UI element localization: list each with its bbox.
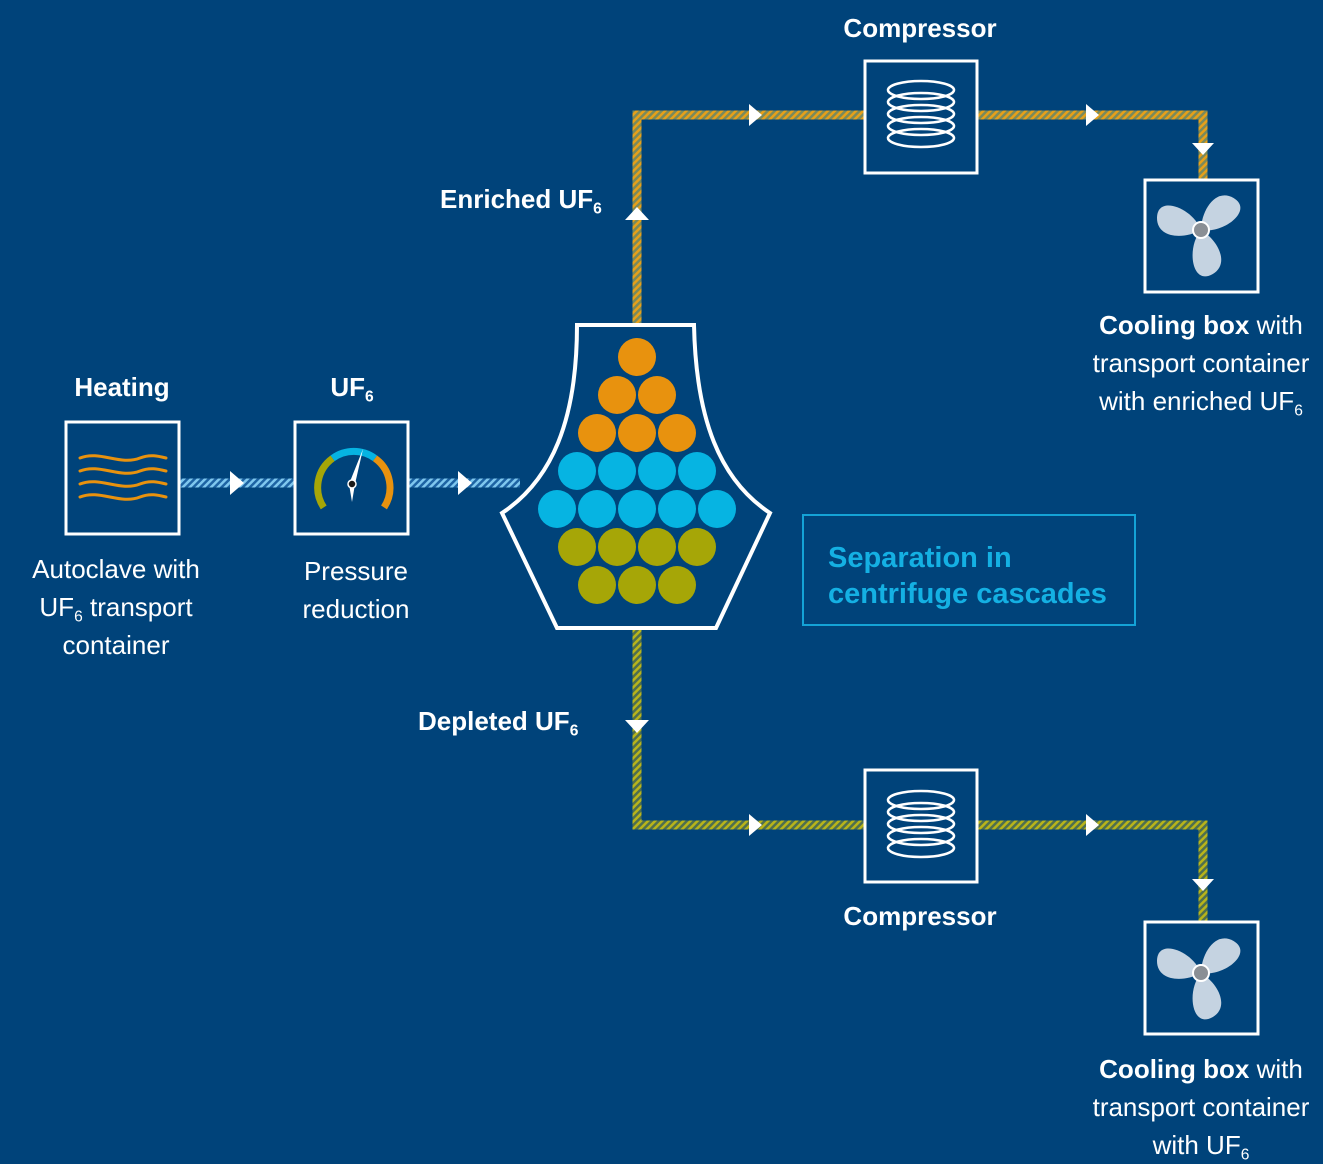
cooling-top-line3: with enriched UF6 [1099,386,1303,420]
pressure-line2: reduction [302,594,410,624]
cooling-bottom-line1: Cooling box with [1099,1054,1303,1084]
centrifuge-circle-orange [658,414,696,452]
centrifuge-circle-olive [638,528,676,566]
fan-icon [1157,195,1241,277]
heat-waves-icon [78,454,168,501]
cooling-box-bottom [1143,920,1260,1036]
flow-arrow-right-icon [749,814,762,836]
heating-box [64,420,181,536]
autoclave-line1: Autoclave with [32,554,200,584]
centrifuge-circle-orange [618,414,656,452]
cooling-box-top [1143,178,1260,294]
centrifuge-circle-blue [598,452,636,490]
flow-arrow-right-icon [749,104,762,126]
coil-icon [886,789,956,859]
enriched-label: Enriched UF6 [440,184,602,218]
flow-arrow-right-icon [458,471,472,495]
centrifuge-circle-blue [558,452,596,490]
enriched-pipe [632,110,1208,325]
centrifuge-circle-olive [578,566,616,604]
pressure-box [293,420,410,536]
separation-line2: centrifuge cascades [828,578,1107,610]
cooling-bottom-line2: transport container [1092,1092,1310,1122]
flow-arrow-down-icon [625,720,649,733]
flow-arrow-right-icon [230,471,244,495]
compressor-top-label: Compressor [843,13,997,43]
flow-arrow-right-icon [1086,814,1099,836]
cooling-top-line1: Cooling box with [1099,310,1303,340]
compressor-bottom-box [863,768,979,884]
centrifuge-circle-blue [658,490,696,528]
separation-label-box: Separation in centrifuge cascades [802,514,1136,626]
autoclave-label: Autoclave with UF6 transport container [6,550,226,664]
flow-arrow-up-icon [625,207,649,220]
centrifuge-circle-blue [698,490,736,528]
flow-arrow-right-icon [1086,104,1099,126]
centrifuge-circle-blue [638,452,676,490]
autoclave-line2: UF6 transport [39,592,193,626]
centrifuge-circle-blue [618,490,656,528]
pressure-line1: Pressure [303,556,409,586]
centrifuge-circle-olive [558,528,596,566]
centrifuge-circle-olive [618,566,656,604]
centrifuge-circle-orange [618,338,656,376]
cascade-circles [538,338,736,604]
centrifuge-circle-orange [638,376,676,414]
uf6-title: UF6 [330,372,374,406]
separation-line1: Separation in [828,542,1012,574]
compressor-bottom-label: Compressor [843,901,997,931]
centrifuge-circle-blue [538,490,576,528]
centrifuge-circle-olive [678,528,716,566]
heating-title: Heating [74,372,170,402]
autoclave-line3: container [62,630,170,660]
centrifuge-circle-orange [598,376,636,414]
centrifuge-circle-blue [578,490,616,528]
cooling-top-label: Cooling box with transport container wit… [1082,306,1320,420]
cooling-bottom-line3: with UF6 [1152,1130,1250,1164]
centrifuge-circle-olive [598,528,636,566]
centrifuge-circle-blue [678,452,716,490]
flow-arrow-down-icon [1192,143,1214,155]
cooling-bottom-label: Cooling box with transport container wit… [1082,1050,1320,1164]
centrifuge-circle-olive [658,566,696,604]
cooling-top-line2: transport container [1092,348,1310,378]
centrifuge-cascade [499,323,773,630]
fan-icon [1157,938,1241,1020]
centrifuge-circle-orange [578,414,616,452]
pressure-gauge-icon [314,447,394,510]
depleted-label: Depleted UF6 [418,706,579,740]
coil-icon [886,79,956,149]
compressor-top-box [863,59,979,175]
flow-arrow-down-icon [1192,879,1214,891]
pressure-label: Pressure reduction [266,552,446,628]
